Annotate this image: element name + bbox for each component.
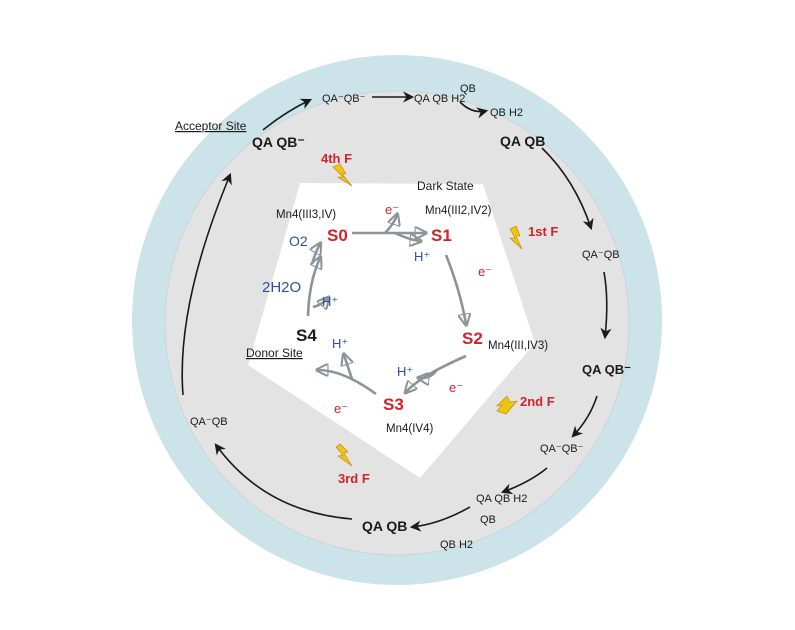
mn-s3: Mn4(IV4) — [386, 423, 433, 435]
outer-arrow-bottom-left — [214, 443, 353, 520]
flash-fourth: 4th F — [321, 151, 352, 166]
outer-arrow-left — [181, 172, 232, 396]
state-s0: S0 — [327, 226, 348, 245]
acceptor-site-label: Acceptor Site — [175, 119, 247, 133]
proton-s4-s0: H⁺ — [322, 294, 338, 309]
quinone-top-left-bold: QA QB⁻ — [252, 134, 305, 150]
lightning-icon — [332, 163, 353, 187]
acceptor-cycle-arrows — [181, 91, 612, 532]
quinone-top-qb: QB — [460, 83, 476, 95]
proton-s2-s3: H⁺ — [397, 364, 413, 379]
inner-ring-edge — [164, 90, 630, 556]
arrow-s4-oxygen — [312, 244, 320, 265]
mn-s0: Mn4(III3,IV) — [276, 209, 336, 221]
outer-arrow-top-qbh2 — [459, 101, 489, 119]
quinone-bottom-qb: QB — [480, 514, 496, 526]
arrow-s3-s4 — [318, 370, 377, 396]
arrow-s2-proton — [419, 370, 438, 378]
water-label: 2H2O — [262, 279, 301, 296]
quinone-right-2: QA QB⁻ — [582, 362, 631, 377]
state-s3: S3 — [383, 395, 404, 414]
arrow-s0-proton — [394, 231, 420, 241]
mn-s1: Mn4(III2,IV2) — [425, 205, 492, 217]
state-s4: S4 — [296, 326, 317, 345]
oxygen-label: O2 — [289, 233, 308, 249]
dark-state-label: Dark State — [417, 179, 474, 193]
s-states: S0 S1 S2 S3 S4 — [296, 226, 483, 414]
proton-s3-s4: H⁺ — [332, 336, 348, 351]
outer-arrow-right-2 — [600, 271, 612, 340]
flash-second: 2nd F — [520, 394, 555, 409]
electron-labels: e⁻ e⁻ e⁻ e⁻ — [334, 202, 492, 416]
quinone-top-left: QA⁻QB⁻ — [322, 93, 366, 105]
arrow-s4-proton — [312, 298, 328, 307]
quinone-right-1: QA⁻QB — [582, 249, 620, 261]
quinone-bottom-qbh2: QB H2 — [440, 539, 473, 551]
electron-s2-s3: e⁻ — [449, 380, 463, 395]
arrow-s4-s0 — [306, 258, 320, 317]
outer-arrow-bottom — [409, 506, 471, 532]
state-s1: S1 — [431, 226, 452, 245]
quinone-left: QA⁻QB — [190, 416, 228, 428]
lightning-icon — [509, 225, 523, 250]
state-s2: S2 — [462, 329, 483, 348]
quinone-right-3: QA⁻QB⁻ — [540, 443, 584, 455]
quinone-top-qbh2: QB H2 — [490, 107, 523, 119]
lightning-icon — [335, 443, 353, 467]
quinone-bottom-right: QA QB H2 — [476, 493, 527, 505]
lightning-icon — [496, 395, 518, 415]
arrow-s0-electron — [384, 215, 397, 234]
quinone-right-top: QA QB — [500, 133, 545, 149]
flash-labels: 4th F 1st F 2nd F 3rd F — [321, 151, 558, 486]
electron-s0-s1: e⁻ — [385, 202, 399, 217]
donor-site-label: Donor Site — [246, 346, 303, 360]
mn-s2: Mn4(III,IV3) — [488, 340, 548, 352]
outer-arrow-right-3 — [571, 395, 598, 438]
quinone-labels: QA⁻QB⁻ QA QB H2 QB QB H2 QA QB QA⁻QB QA … — [190, 83, 631, 551]
outer-arrow-right-1 — [541, 147, 594, 231]
outer-arrow-right-4 — [500, 467, 548, 495]
manganese-labels: Mn4(III3,IV) Mn4(III2,IV2) Mn4(III,IV3) … — [276, 205, 548, 435]
flash-first: 1st F — [528, 224, 558, 239]
s-state-arrows — [306, 215, 466, 396]
quinone-bottom: QA QB — [362, 518, 407, 534]
proton-labels: H⁺ H⁺ H⁺ H⁺ — [322, 249, 430, 379]
proton-s0-s1: H⁺ — [414, 249, 430, 264]
quinone-top-middle: QA QB H2 — [414, 93, 465, 105]
arrow-s3-proton — [344, 355, 352, 380]
outer-arrow-top-left — [262, 98, 313, 131]
electron-s3-s4: e⁻ — [334, 401, 348, 416]
lightning-icons — [332, 163, 523, 467]
arrow-s1-s2 — [444, 254, 466, 324]
electron-s1-s2: e⁻ — [478, 264, 492, 279]
flash-third: 3rd F — [338, 471, 370, 486]
